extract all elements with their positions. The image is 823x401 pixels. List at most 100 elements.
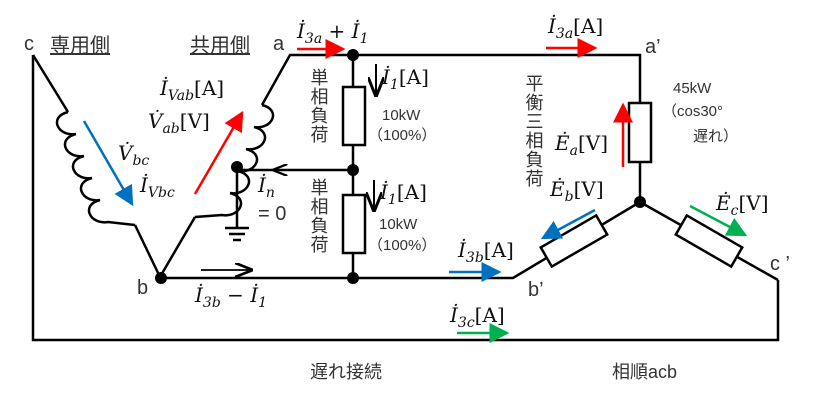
node-a-prime-label: a’: [645, 36, 661, 58]
arrows: [82, 38, 748, 343]
unit: [A]: [484, 238, 514, 262]
junction-dot: [155, 272, 167, 284]
single-load-label-bottom: 単相負荷: [308, 178, 329, 254]
sym: İ: [159, 76, 169, 100]
junction-dot: [347, 49, 359, 61]
connection-caption: 遅れ接続: [310, 362, 382, 382]
sub: b: [565, 189, 574, 205]
sym: İ: [547, 14, 557, 38]
node-b-prime-label: b’: [528, 279, 544, 301]
label-i3a: İ3a[A]: [547, 14, 603, 42]
dedicated-side-label: 専用側: [50, 34, 110, 57]
junctions: [155, 49, 646, 284]
label-i3c: İ3c[A]: [449, 303, 505, 331]
sub: 1: [388, 192, 397, 208]
unit: [A]: [399, 65, 429, 89]
sub: 3b: [466, 250, 484, 266]
shared-side-label: 共用側: [190, 34, 250, 57]
junction-dot: [347, 164, 359, 176]
load-resistor-c: [674, 213, 744, 269]
a-line: [260, 53, 642, 106]
arrow-vab-icon: [193, 110, 244, 195]
unit: [A]: [573, 14, 603, 38]
single-load-resistor-top: [341, 85, 367, 147]
sub: 3a: [556, 26, 573, 42]
sub: 3b: [203, 295, 221, 311]
sym: İ: [257, 173, 267, 197]
label-ea: Ėa[V]: [554, 131, 608, 159]
label-eb: Ėb[V]: [549, 177, 604, 205]
three-pf: （cos30°: [662, 103, 723, 120]
c-lead: [31, 54, 70, 113]
label-i3a-plus-i1: İ3a + İ1: [296, 19, 368, 47]
sym: Ė: [715, 191, 731, 215]
load-resistor-a: [627, 101, 653, 164]
single-load-resistor-bottom: [341, 193, 367, 255]
sym: Ė: [549, 177, 565, 201]
unit: [V]: [738, 191, 768, 215]
sub: 1: [390, 77, 399, 93]
unit: [V]: [578, 131, 608, 155]
op: +: [322, 19, 351, 43]
sym: V̇: [148, 109, 165, 133]
single-load-label-top: 単相負荷: [308, 68, 329, 144]
sub: 3a: [305, 31, 322, 47]
sym: Ė: [554, 131, 570, 155]
sub: 1: [258, 295, 267, 311]
unit: [V]: [180, 109, 210, 133]
label-in: İn: [257, 173, 275, 201]
balanced-load-label: 平衡三相負荷: [523, 74, 544, 188]
sym: İ: [457, 238, 467, 262]
unit: [A]: [194, 76, 224, 100]
single-power-top: 10kW: [382, 107, 421, 124]
label-i1-bottom: İ1[A]: [379, 180, 427, 208]
sub: Vbc: [148, 185, 175, 201]
transformer-coils: [55, 103, 275, 227]
sym: İ: [379, 180, 389, 204]
arrow-ec-icon: [689, 204, 748, 237]
load-resistor-b: [539, 213, 609, 269]
coil-ab-icon: [194, 103, 275, 219]
sub: Vab: [168, 88, 194, 104]
junction-dot: [634, 196, 646, 208]
op: −: [221, 283, 250, 307]
sym: İ: [351, 19, 361, 43]
label-vbc: V̇bc: [118, 141, 149, 169]
label-i1-top: İ1[A]: [381, 65, 429, 93]
sub: 3c: [458, 315, 475, 331]
junction-dot: [347, 272, 359, 284]
sym: İ: [296, 19, 306, 43]
label-ivbc: İVbc: [139, 173, 175, 201]
node-a-label: a: [273, 33, 285, 55]
label-ivab: İVab[A]: [159, 76, 224, 104]
sub: a: [570, 143, 578, 159]
b-leads: [133, 216, 197, 280]
arrow-vbc-icon: [82, 120, 134, 207]
node-c-prime-label: c ’: [770, 253, 790, 275]
phase-order-caption: 相順acb: [612, 362, 677, 382]
node-c-label: c: [24, 33, 34, 55]
sym: İ: [194, 283, 204, 307]
unit: [A]: [397, 180, 427, 204]
label-vab: V̇ab[V]: [148, 109, 210, 137]
sym: İ: [249, 283, 259, 307]
sym: V̇: [118, 141, 135, 165]
junction-dot: [231, 161, 243, 173]
c-return-wire: [31, 55, 780, 342]
sym: İ: [381, 65, 391, 89]
sub: 1: [360, 31, 369, 47]
unit: [A]: [475, 303, 505, 327]
label-i3b: İ3b[A]: [457, 238, 514, 266]
node-b-label: b: [137, 277, 148, 299]
ground-icon: [225, 226, 249, 242]
arrow-eb-icon: [540, 208, 596, 240]
label-in-eq: = 0: [258, 203, 286, 225]
three-lag: 遅れ）: [693, 128, 738, 145]
sub: bc: [132, 153, 149, 169]
unit: [V]: [574, 177, 604, 201]
sub: ab: [162, 121, 179, 137]
single-power-bottom: 10kW: [379, 216, 418, 233]
coil-bc-icon: [55, 110, 136, 227]
